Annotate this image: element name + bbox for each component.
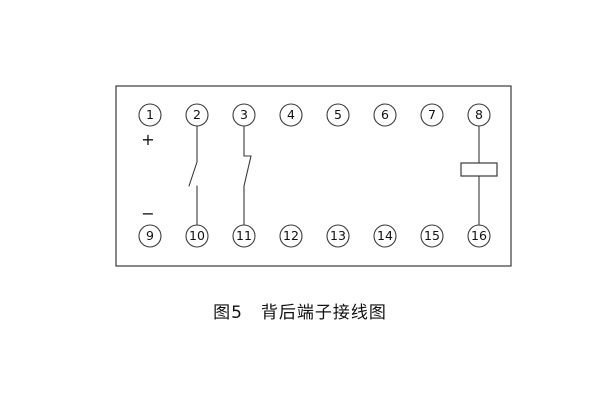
terminal-13: 13 xyxy=(326,224,350,248)
terminal-9: 9 xyxy=(138,224,162,248)
terminal-13-label: 13 xyxy=(330,228,346,243)
terminal-11: 11 xyxy=(232,224,256,248)
plus-polarity-label: + xyxy=(141,130,154,149)
terminal-8-label: 8 xyxy=(475,107,483,122)
terminal-16: 16 xyxy=(467,224,491,248)
terminal-15-label: 15 xyxy=(424,228,440,243)
terminal-7-label: 7 xyxy=(428,107,436,122)
coil-symbol-8-16 xyxy=(460,125,498,226)
terminal-8: 8 xyxy=(467,103,491,127)
terminal-9-label: 9 xyxy=(146,228,154,243)
terminal-6-label: 6 xyxy=(381,107,389,122)
terminal-12: 12 xyxy=(279,224,303,248)
relay-case-outline xyxy=(115,85,512,267)
terminal-6: 6 xyxy=(373,103,397,127)
contact-symbol-3-11 xyxy=(243,125,252,226)
terminal-16-label: 16 xyxy=(471,228,487,243)
terminal-3-label: 3 xyxy=(240,107,248,122)
terminal-4: 4 xyxy=(279,103,303,127)
minus-polarity-label: − xyxy=(141,204,154,223)
terminal-4-label: 4 xyxy=(287,107,295,122)
terminal-2-label: 2 xyxy=(193,107,201,122)
terminal-5-label: 5 xyxy=(334,107,342,122)
terminal-14: 14 xyxy=(373,224,397,248)
contact-symbol-2-10 xyxy=(188,125,198,226)
terminal-11-label: 11 xyxy=(236,228,252,243)
terminal-15: 15 xyxy=(420,224,444,248)
terminal-7: 7 xyxy=(420,103,444,127)
terminal-14-label: 14 xyxy=(377,228,393,243)
terminal-12-label: 12 xyxy=(283,228,299,243)
terminal-10: 10 xyxy=(185,224,209,248)
terminal-10-label: 10 xyxy=(189,228,205,243)
terminal-2: 2 xyxy=(185,103,209,127)
terminal-1: 1 xyxy=(138,103,162,127)
terminal-3: 3 xyxy=(232,103,256,127)
terminal-1-label: 1 xyxy=(146,107,154,122)
figure-caption: 图5 背后端子接线图 xyxy=(213,303,387,323)
terminal-5: 5 xyxy=(326,103,350,127)
